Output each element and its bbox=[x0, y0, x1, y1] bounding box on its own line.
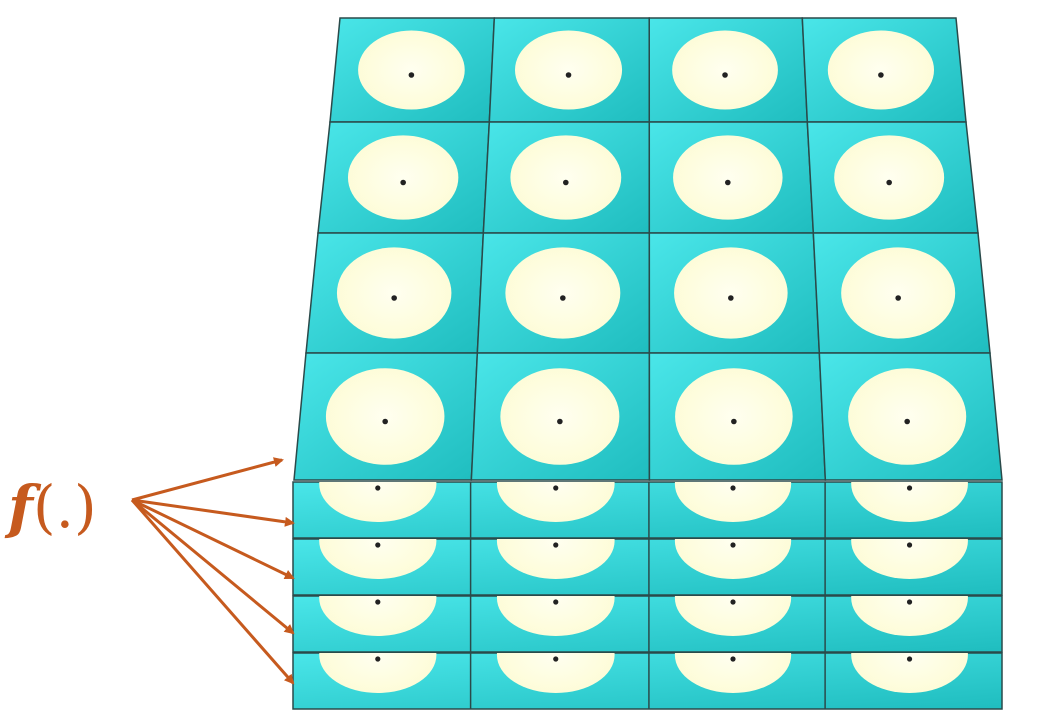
cell-center-dot bbox=[725, 179, 731, 186]
grid-cell bbox=[818, 352, 1003, 481]
layer-cell-dot bbox=[730, 542, 736, 548]
cell-disk bbox=[510, 135, 622, 220]
grid-cell bbox=[801, 17, 967, 123]
grid-cell bbox=[648, 121, 815, 234]
cell-disk bbox=[841, 247, 956, 339]
grid-cell bbox=[488, 17, 651, 123]
layer-cell-disk bbox=[496, 596, 615, 636]
cell-center-dot bbox=[886, 179, 892, 186]
layer-cell-dot bbox=[553, 656, 559, 662]
layer-cell-dot bbox=[906, 542, 913, 548]
stacked-layer bbox=[292, 481, 1003, 539]
stacked-layer bbox=[292, 538, 1003, 596]
cell-center-dot bbox=[728, 295, 734, 301]
layer-cell-disk bbox=[851, 539, 968, 579]
cell-disk bbox=[500, 368, 620, 465]
cell-center-dot bbox=[560, 295, 566, 301]
arrow bbox=[131, 498, 295, 580]
function-args: (.) bbox=[32, 473, 97, 541]
layer-cell-dot bbox=[553, 485, 559, 491]
layer-cell-dot bbox=[553, 542, 559, 548]
layer-cell-disk bbox=[319, 596, 437, 636]
layer-cell-dot bbox=[375, 656, 381, 662]
grid-cell bbox=[329, 17, 496, 123]
cell-disk bbox=[347, 135, 459, 220]
grid-cell bbox=[317, 121, 491, 234]
layer-cell-dot bbox=[730, 656, 736, 662]
layer-cell-dot bbox=[730, 485, 736, 491]
layer-cell-disk bbox=[319, 539, 437, 579]
layer-cell-dot bbox=[730, 599, 736, 605]
cell-center-dot bbox=[722, 72, 728, 78]
grid-cell bbox=[648, 352, 827, 481]
grid-cell bbox=[806, 121, 979, 234]
cell-disk bbox=[674, 247, 788, 339]
layer-cell-disk bbox=[496, 482, 615, 522]
cell-disk bbox=[672, 30, 778, 110]
layer-cell-disk bbox=[319, 482, 437, 522]
function-label: f(.) bbox=[8, 462, 138, 552]
cell-center-dot bbox=[391, 295, 397, 301]
cell-center-dot bbox=[563, 179, 569, 186]
cell-disk bbox=[358, 30, 465, 110]
arrow bbox=[131, 498, 295, 635]
cell-disk bbox=[675, 368, 793, 465]
arrow bbox=[130, 499, 295, 685]
cell-center-dot bbox=[400, 179, 406, 186]
grid-cell bbox=[482, 121, 651, 234]
stacked-layer bbox=[292, 652, 1003, 710]
cell-center-dot bbox=[904, 418, 910, 425]
cell-disk bbox=[325, 368, 445, 465]
layer-cell-dot bbox=[906, 485, 913, 491]
layer-cell-dot bbox=[375, 542, 381, 548]
layer-cell-dot bbox=[553, 599, 559, 605]
layer-cell-disk bbox=[851, 482, 968, 522]
cell-disk bbox=[827, 30, 935, 110]
function-name: f bbox=[8, 473, 33, 541]
layer-cell-disk bbox=[851, 653, 968, 693]
grid-cell bbox=[648, 17, 809, 123]
layer-cell-dot bbox=[375, 599, 381, 605]
grid-cell bbox=[812, 232, 991, 354]
cell-center-dot bbox=[895, 295, 901, 301]
cell-center-dot bbox=[557, 418, 563, 425]
grid-cell bbox=[476, 232, 651, 354]
arrow bbox=[131, 457, 284, 502]
arrow bbox=[131, 498, 295, 527]
layer-cell-disk bbox=[496, 653, 615, 693]
cell-center-dot bbox=[408, 72, 415, 78]
grid-cell bbox=[648, 232, 821, 354]
layer-cell-disk bbox=[851, 596, 968, 636]
layer-cell-disk bbox=[319, 653, 437, 693]
layer-cell-dot bbox=[375, 485, 381, 491]
layer-cell-disk bbox=[496, 539, 615, 579]
layer-cell-disk bbox=[674, 539, 792, 579]
cell-disk bbox=[848, 368, 967, 465]
grid-cell bbox=[305, 232, 485, 354]
cell-disk bbox=[834, 135, 945, 220]
grid-cell bbox=[470, 352, 651, 481]
grid-cell bbox=[293, 352, 479, 481]
layer-cell-disk bbox=[674, 653, 792, 693]
cell-center-dot bbox=[382, 418, 388, 425]
cell-disk bbox=[505, 247, 621, 339]
cell-disk bbox=[336, 247, 452, 339]
cell-center-dot bbox=[878, 72, 884, 78]
layer-cell-disk bbox=[674, 482, 792, 522]
cell-disk bbox=[515, 30, 623, 110]
layer-cell-dot bbox=[906, 599, 913, 605]
layer-cell-disk bbox=[674, 596, 792, 636]
cell-center-dot bbox=[731, 418, 737, 425]
cell-center-dot bbox=[565, 72, 572, 78]
cell-disk bbox=[673, 135, 783, 220]
layer-cell-dot bbox=[906, 656, 913, 662]
stacked-layer bbox=[292, 595, 1003, 653]
